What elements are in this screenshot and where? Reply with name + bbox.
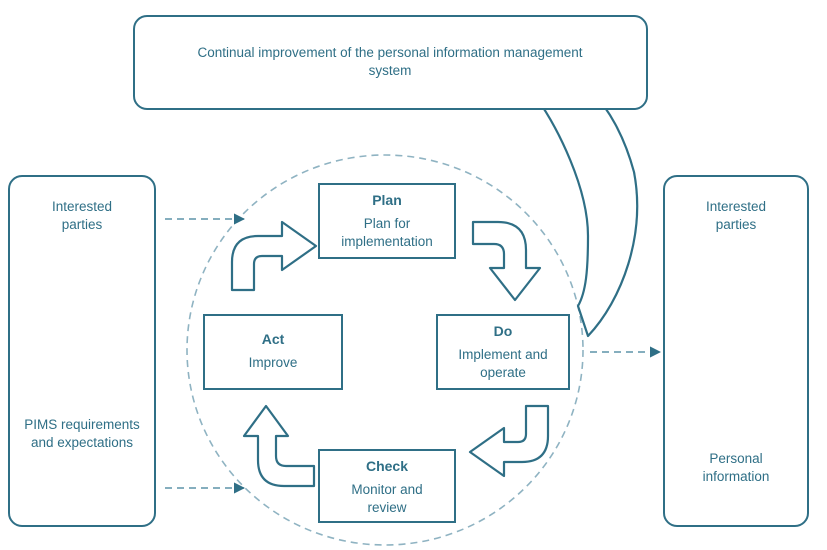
personal-information-label: Personal information — [702, 451, 770, 484]
act-box — [203, 314, 343, 390]
pims-requirements-label: PIMS requirements and expectations — [24, 417, 140, 450]
check-box — [318, 449, 456, 523]
right-interested-parties-label: Interested parties — [705, 199, 767, 232]
improvement-curved-arrow — [516, 72, 639, 338]
left-interested-parties-label: Interested parties — [51, 199, 113, 232]
arrow-plan-to-do — [471, 220, 542, 302]
do-description: Implement and operate — [458, 347, 548, 380]
arrow-do-to-check — [468, 404, 550, 478]
do-title: Do — [493, 323, 513, 339]
arrow-act-to-plan — [230, 220, 318, 292]
right-panel — [663, 175, 809, 527]
plan-description: Plan for implementation — [341, 216, 433, 249]
act-title: Act — [261, 331, 285, 347]
do-box — [436, 314, 570, 390]
continual-improvement-box — [133, 15, 648, 110]
plan-box — [318, 183, 456, 259]
act-description: Improve — [248, 355, 298, 370]
plan-title: Plan — [372, 192, 402, 208]
check-title: Check — [365, 458, 409, 474]
left-panel — [8, 175, 156, 527]
cycle-dashed-circle — [186, 154, 584, 546]
arrow-check-to-act — [242, 404, 316, 488]
continual-improvement-text: Continual improvement of the personal in… — [197, 45, 583, 78]
check-description: Monitor and review — [351, 482, 423, 515]
